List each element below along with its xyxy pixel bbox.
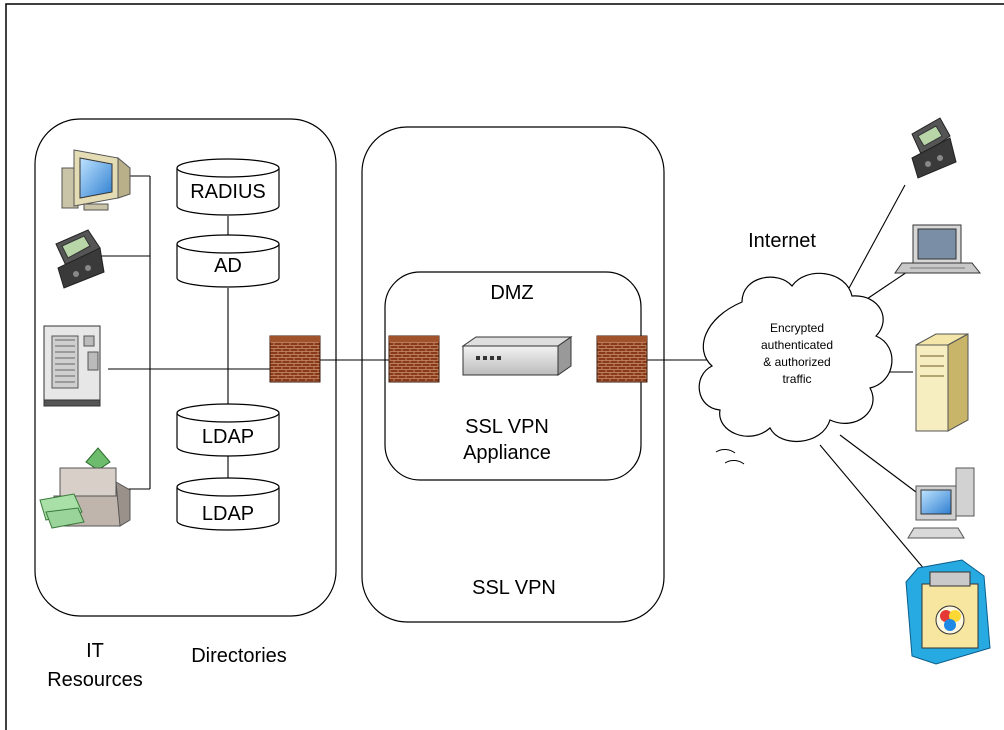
internet-label: Internet [748, 230, 816, 252]
page-border [5, 3, 1004, 730]
firewall-icon [269, 335, 321, 383]
ssl-vpn-label: SSL VPN [472, 577, 556, 599]
cloud-label-line4: traffic [782, 372, 811, 386]
ldap-label-2: LDAP [202, 503, 254, 525]
appliance-label-line1: SSL VPN [465, 416, 549, 438]
directory-ad: AD [176, 234, 280, 288]
vpn-appliance-icon [461, 336, 573, 376]
directory-ldap-2: LDAP [176, 477, 280, 531]
desktop-pc-icon [61, 149, 131, 211]
firewall-icon [596, 335, 648, 383]
tower-server-icon [915, 333, 969, 432]
directory-ldap-1: LDAP [176, 403, 280, 457]
it-resources-label-line2: Resources [47, 669, 143, 691]
directory-radius: RADIUS [176, 158, 280, 216]
pda-icon [55, 229, 105, 289]
cloud-label-line1: Encrypted [770, 321, 824, 335]
printer-fax-icon [39, 447, 131, 529]
appliance-label-line2: Appliance [463, 442, 551, 464]
cloud-label-line3: & authorized [763, 355, 830, 369]
internet-cloud: Encrypted authenticated & authorized tra… [698, 272, 893, 465]
firewall-icon [388, 335, 440, 383]
mainframe-server-icon [43, 325, 101, 407]
desktop-pc-icon [907, 467, 975, 539]
directories-label: Directories [191, 645, 287, 667]
pda-icon [911, 117, 957, 179]
ink-cartridge-icon [905, 559, 991, 665]
ldap-label-1: LDAP [202, 426, 254, 448]
radius-label: RADIUS [190, 181, 266, 203]
ad-label: AD [214, 255, 242, 277]
cloud-label-line2: authenticated [761, 338, 833, 352]
it-resources-label-line1: IT [86, 640, 104, 662]
laptop-icon [894, 224, 982, 274]
dmz-label: DMZ [490, 282, 533, 304]
